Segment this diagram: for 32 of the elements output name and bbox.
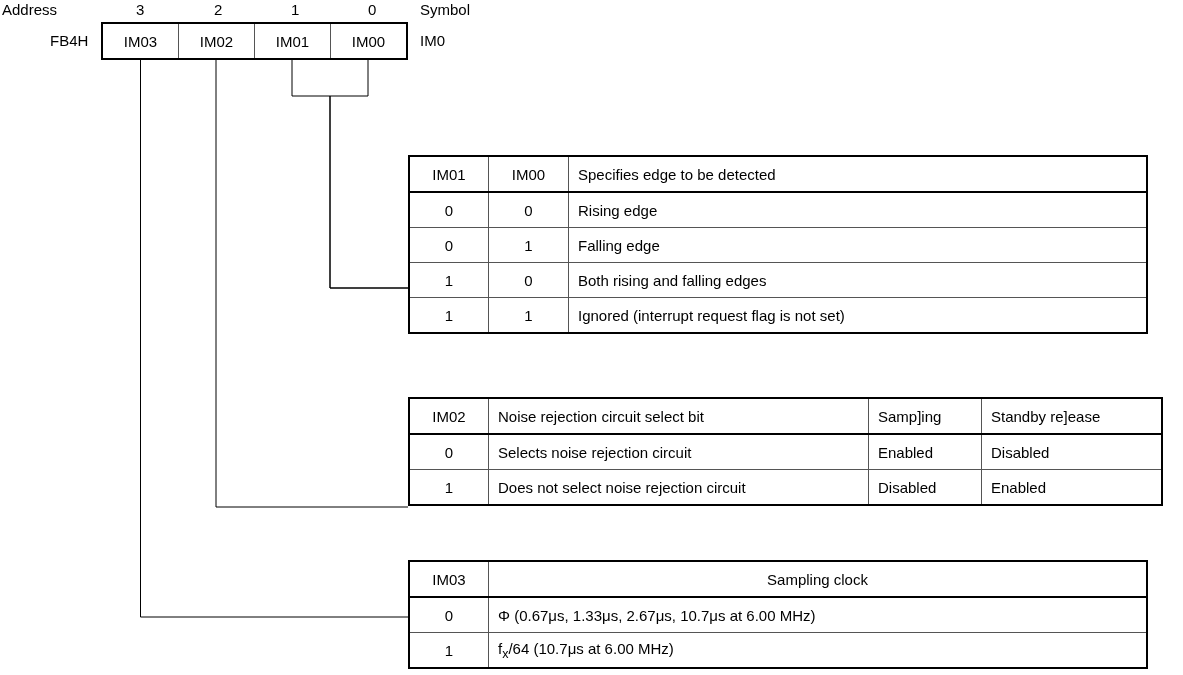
table-cell: 0 bbox=[488, 192, 569, 228]
table-cell: 0 bbox=[409, 434, 489, 470]
table-cell: 0 bbox=[409, 192, 489, 228]
bit-cell: IM01 bbox=[254, 24, 330, 58]
bit-cell: IM03 bbox=[103, 24, 178, 58]
address-heading: Address bbox=[2, 1, 58, 19]
header-cell: IM02 bbox=[409, 398, 489, 434]
bit-settings-table bbox=[408, 155, 1148, 334]
symbol-heading: Symbol bbox=[420, 1, 471, 19]
bit-cell: IM00 bbox=[330, 24, 406, 58]
table-cell: 0 bbox=[488, 262, 569, 298]
bit-number: 1 bbox=[291, 1, 300, 19]
table-cell: 1 bbox=[409, 262, 489, 298]
table-cell: Selects noise rejection circuit bbox=[488, 434, 869, 470]
register-symbol: IM0 bbox=[420, 32, 445, 50]
table-cell: Enabled bbox=[868, 434, 982, 470]
register-box bbox=[101, 22, 408, 60]
table-cell: 0 bbox=[409, 597, 489, 633]
table-cell: 0 bbox=[409, 227, 489, 263]
bit-cell: IM02 bbox=[178, 24, 254, 58]
header-cell: Samp]ing bbox=[868, 398, 982, 434]
bit-number: 0 bbox=[368, 1, 377, 19]
header-cell: IM03 bbox=[409, 561, 489, 597]
bit-settings-table bbox=[408, 397, 1163, 506]
header-cell: IM01 bbox=[409, 156, 489, 192]
bit-number: 3 bbox=[136, 1, 145, 19]
table-cell: 1 bbox=[488, 227, 569, 263]
header-cell: Noise rejection circuit select bit bbox=[488, 398, 869, 434]
address-value: FB4H bbox=[50, 32, 89, 50]
bit-number: 2 bbox=[214, 1, 223, 19]
header-cell: IM00 bbox=[488, 156, 569, 192]
bit-settings-table bbox=[408, 560, 1148, 669]
